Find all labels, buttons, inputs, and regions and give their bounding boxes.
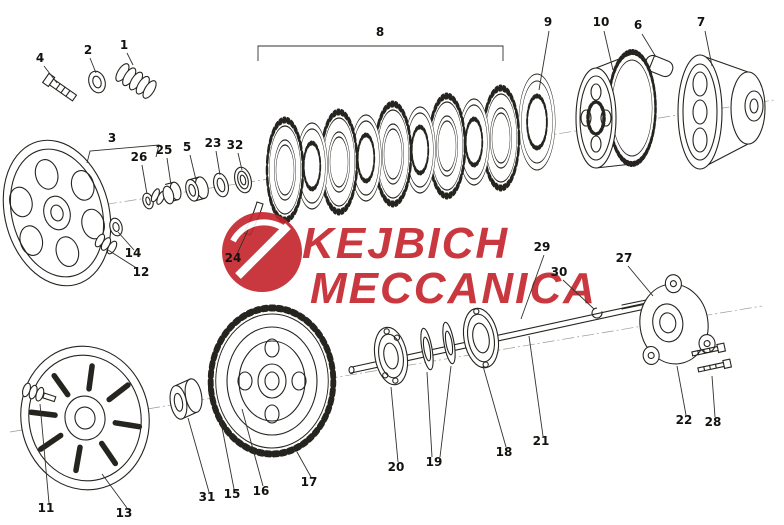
line-artwork	[2, 49, 766, 491]
leader-line-30	[562, 279, 595, 310]
part-number-24: 24	[225, 251, 242, 265]
part-number-16: 16	[253, 484, 270, 498]
part-number-28: 28	[705, 415, 722, 429]
leader-line-25	[166, 157, 172, 186]
leader-line-19	[439, 365, 452, 458]
part-number-32: 32	[227, 138, 244, 152]
leader-line-15	[218, 411, 235, 490]
leader-line-4	[43, 65, 58, 84]
part-number-22: 22	[676, 413, 693, 427]
part-number-18: 18	[496, 445, 513, 459]
clutch-cover	[677, 54, 766, 170]
watermark-swoosh	[235, 223, 291, 279]
leader-line-10	[603, 30, 614, 71]
part-number-6: 6	[634, 18, 642, 32]
part-number-17: 17	[301, 475, 318, 489]
leader-line-32	[237, 152, 243, 171]
hub-small-parts	[142, 166, 252, 210]
part-number-13: 13	[116, 506, 133, 520]
part-number-5: 5	[183, 140, 191, 154]
watermark-arc	[230, 219, 285, 243]
washer-14	[109, 217, 123, 237]
part-number-30: 30	[551, 265, 568, 279]
part-number-11: 11	[38, 501, 55, 515]
part-number-3: 3	[108, 131, 116, 145]
part-number-12: 12	[133, 265, 150, 279]
watermark-logo: KEJBICH MECCANICA	[222, 212, 597, 313]
clutch-basket	[20, 345, 150, 491]
disc-26	[142, 192, 154, 210]
part-number-19: 19	[426, 455, 443, 469]
mounting-screws	[691, 342, 733, 373]
nut-5	[185, 176, 209, 202]
leader-line-26	[141, 164, 148, 195]
leader-line-27	[627, 265, 654, 297]
clutch-drum	[575, 49, 657, 169]
leader-line-23	[215, 150, 221, 176]
leader-line-22	[676, 365, 687, 416]
primary-gear	[207, 304, 337, 458]
part-number-4: 4	[36, 51, 44, 65]
bolt-4	[41, 72, 78, 102]
part-number-2: 2	[84, 43, 92, 57]
clutch-plate-stack	[267, 88, 519, 220]
leader-line-13	[101, 473, 128, 509]
leader-line-21	[528, 335, 544, 437]
leader-line-1	[126, 52, 134, 66]
bearing-32	[234, 166, 252, 194]
part-number-8: 8	[376, 25, 384, 39]
leader-line-31	[187, 417, 210, 493]
watermark-line2: MECCANICA	[310, 264, 597, 313]
leader-line-12	[107, 249, 139, 270]
leader-line-18	[482, 365, 507, 448]
part-number-27: 27	[616, 251, 633, 265]
leader-line-14	[117, 231, 135, 251]
leader-line-24	[236, 229, 249, 255]
part-number-1: 1	[120, 38, 128, 52]
pressure-plate	[2, 139, 112, 287]
leader-line-19	[426, 371, 433, 458]
bearing-18	[462, 307, 500, 369]
leader-line-20	[390, 386, 399, 463]
part-number-23: 23	[205, 136, 222, 150]
basket-spring	[21, 382, 57, 403]
part-number-31: 31	[199, 490, 216, 504]
leader-line-5	[189, 154, 197, 181]
part-number-29: 29	[534, 240, 551, 254]
washer-2	[88, 70, 106, 94]
sleeve-25	[162, 181, 182, 205]
part-number-7: 7	[697, 15, 705, 29]
leader-line-2	[89, 57, 97, 74]
leader-line-17	[296, 451, 312, 478]
washer-23	[213, 172, 229, 198]
watermark-line1: KEJBICH	[302, 219, 509, 268]
part-number-20: 20	[388, 460, 405, 474]
part-number-15: 15	[224, 487, 241, 501]
leader-line-28	[711, 375, 716, 418]
coil-spring-1	[115, 63, 157, 99]
leader-line-8	[257, 45, 504, 61]
leader-line-29	[520, 254, 545, 320]
part-number-25: 25	[156, 143, 173, 157]
leader-line-11	[39, 403, 50, 504]
part-number-26: 26	[131, 150, 148, 164]
leader-line-16	[241, 408, 264, 487]
leader-line-6	[641, 33, 657, 58]
part-number-14: 14	[125, 246, 142, 260]
leader-line-3	[86, 144, 160, 164]
shim-washers	[420, 321, 456, 371]
circlip-30	[591, 307, 603, 319]
leader-line-7	[704, 30, 713, 67]
part-number-9: 9	[544, 15, 552, 29]
spacer-31	[169, 378, 203, 420]
part-number-21: 21	[533, 434, 550, 448]
part-number-10: 10	[593, 15, 610, 29]
leader-line-9	[538, 30, 550, 91]
drive-plate	[518, 73, 556, 171]
bearing-20	[373, 326, 409, 386]
